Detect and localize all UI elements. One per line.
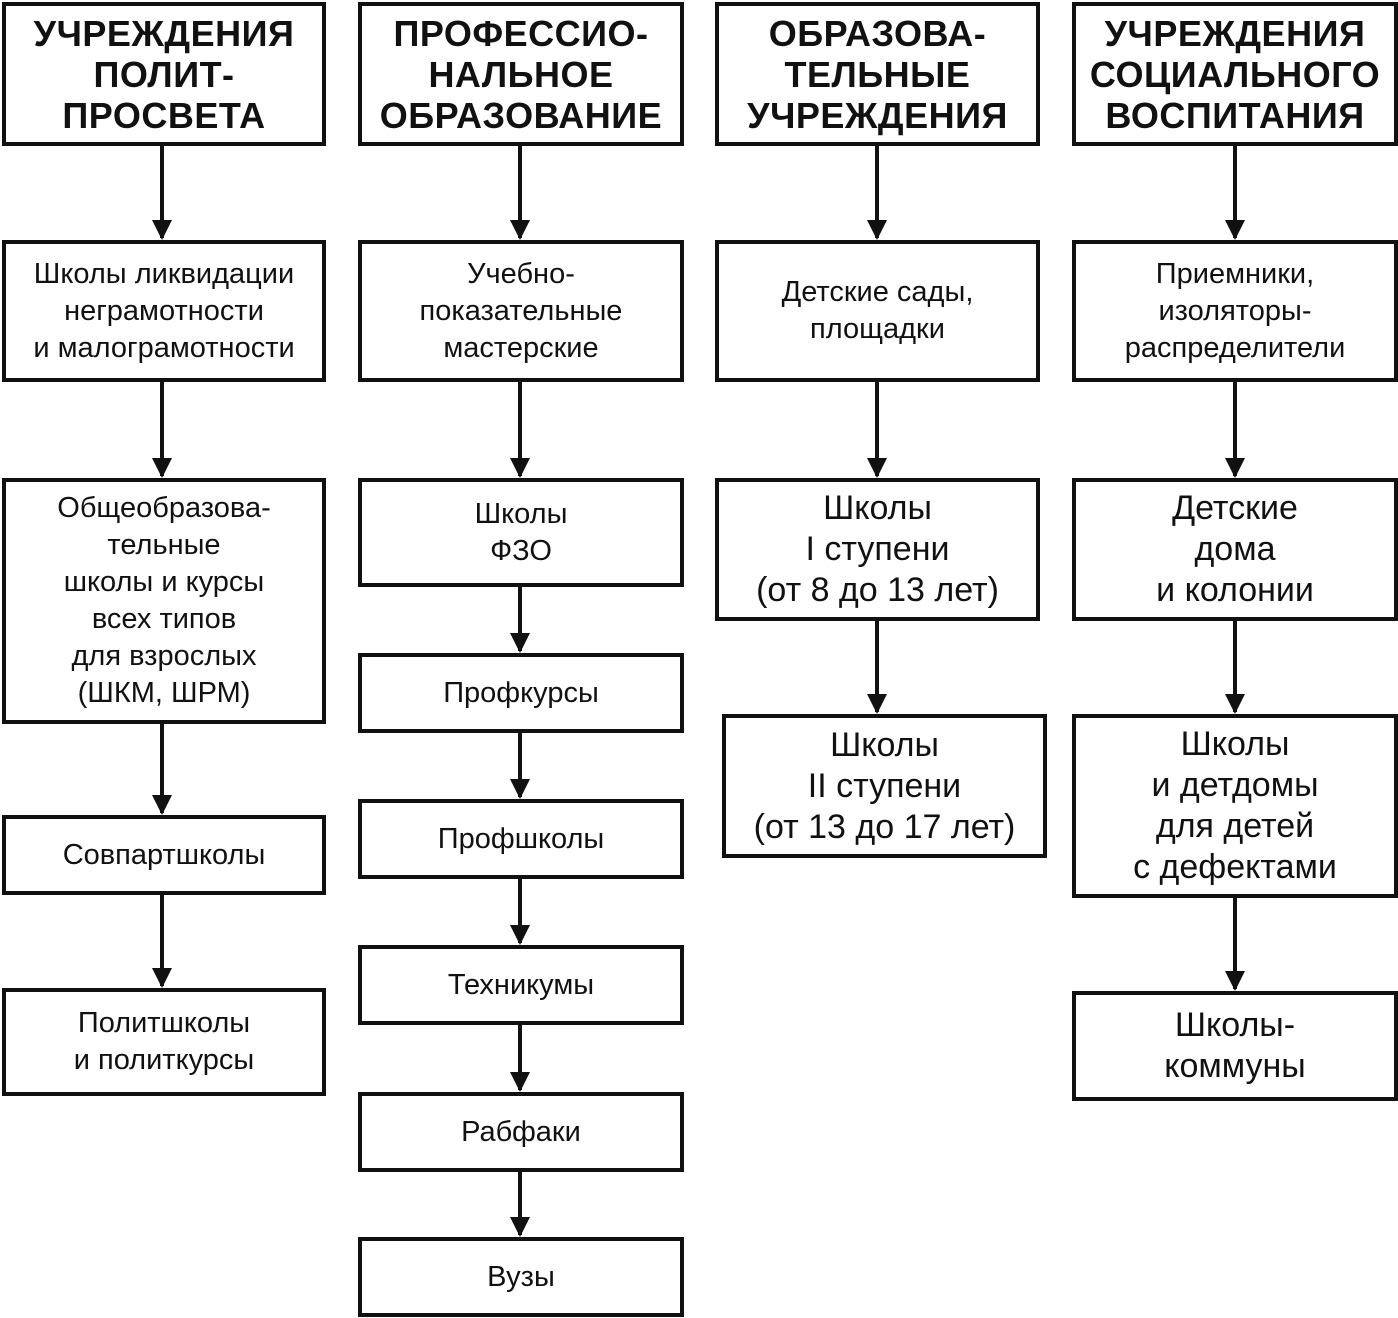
node-school-communes: Школы- коммуны [1072, 991, 1398, 1101]
node-profschools: Профшколы [358, 799, 684, 879]
node-politschools: Политшколы и политкурсы [2, 988, 326, 1096]
node-likbez-schools: Школы ликвидации неграмотности и малогра… [2, 240, 326, 382]
node-reception-centers: Приемники, изоляторы- распределители [1072, 240, 1398, 382]
node-childrens-homes: Детские дома и колонии [1072, 478, 1398, 621]
node-rabfaki: Рабфаки [358, 1092, 684, 1172]
node-stage1-schools: Школы I ступени (от 8 до 13 лет) [715, 478, 1040, 621]
node-special-schools: Школы и детдомы для детей с дефектами [1072, 714, 1398, 898]
node-kindergartens: Детские сады, площадки [715, 240, 1040, 382]
node-sovpartschools: Совпартшколы [2, 815, 326, 895]
node-adult-general-schools: Общеобразова- тельные школы и курсы всех… [2, 478, 326, 724]
node-profkursy: Профкурсы [358, 653, 684, 733]
node-fzo-schools: Школы ФЗО [358, 478, 684, 587]
node-stage2-schools: Школы II ступени (от 13 до 17 лет) [722, 714, 1047, 858]
header-politprosvet: УЧРЕЖДЕНИЯ ПОЛИТ- ПРОСВЕТА [2, 2, 326, 146]
node-vuzy: Вузы [358, 1237, 684, 1317]
node-workshops: Учебно- показательные мастерские [358, 240, 684, 382]
header-professional-education: ПРОФЕССИО- НАЛЬНОЕ ОБРАЗОВАНИЕ [358, 2, 684, 146]
node-technicums: Техникумы [358, 945, 684, 1025]
header-educational-institutions: ОБРАЗОВА- ТЕЛЬНЫЕ УЧРЕЖДЕНИЯ [715, 2, 1040, 146]
header-social-upbringing: УЧРЕЖДЕНИЯ СОЦИАЛЬНОГО ВОСПИТАНИЯ [1072, 2, 1398, 146]
